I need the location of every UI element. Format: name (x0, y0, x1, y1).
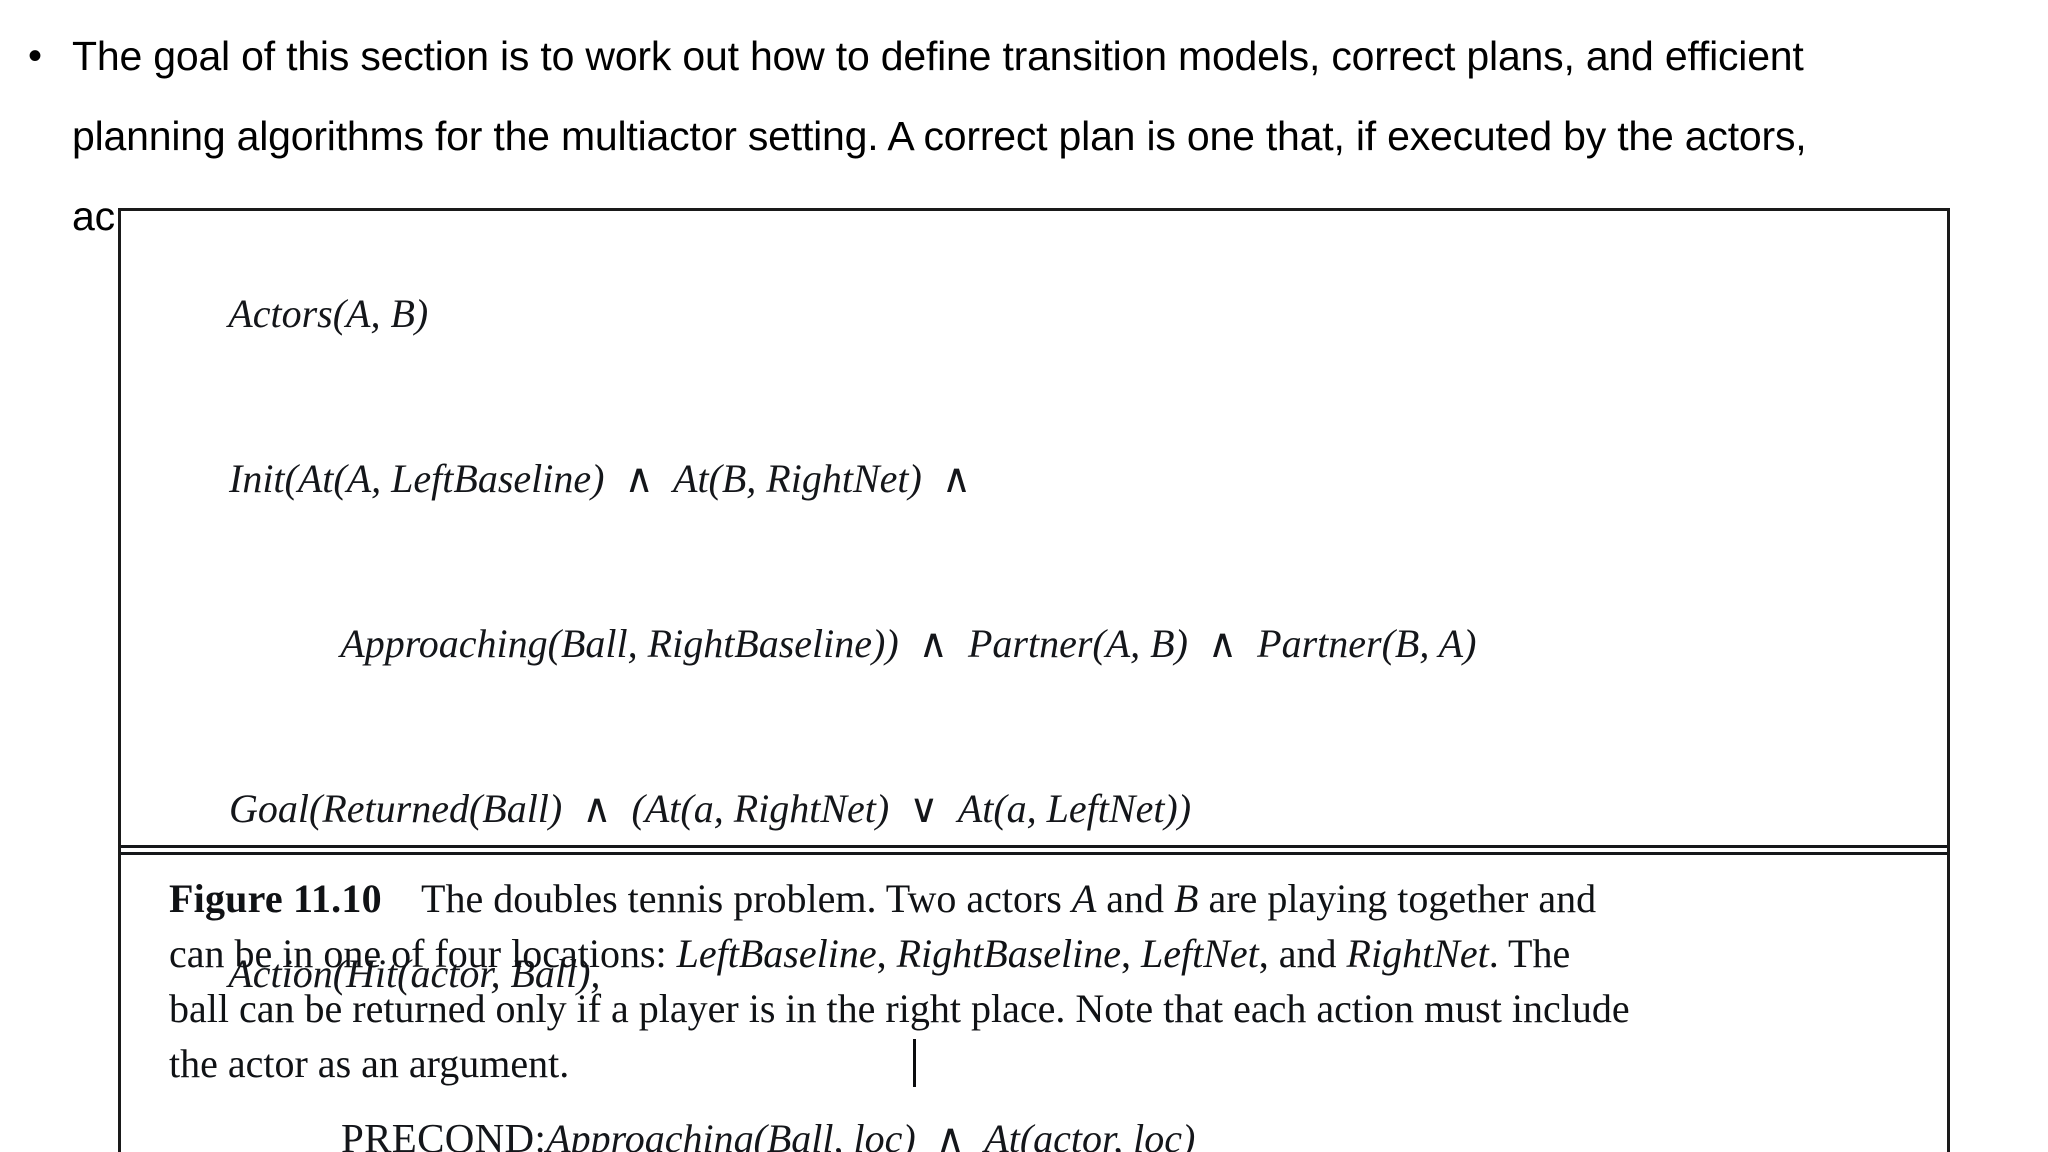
caption-text: , (876, 931, 897, 976)
figure-rule-bottom (121, 852, 1947, 855)
figure-code-block: Actors(A, B) Init(At(A, LeftBaseline) ∧ … (121, 211, 1947, 1152)
code-text: Init(At(A, LeftBaseline) ∧ At(B, RightNe… (229, 456, 972, 501)
caption-line-4: the actor as an argument. (169, 1036, 1909, 1091)
code-line-init: Init(At(A, LeftBaseline) ∧ At(B, RightNe… (121, 396, 1947, 561)
figure-rule-top (121, 845, 1947, 848)
code-line-init-cont: Approaching(Ball, RightBaseline)) ∧ Part… (121, 561, 1947, 726)
caption-text: , and (1258, 931, 1347, 976)
caption-line-2: can be in one of four locations: LeftBas… (169, 926, 1909, 981)
code-line-actors: Actors(A, B) (121, 231, 1947, 396)
caption-text: can be in one of four locations: (169, 931, 677, 976)
figure-image-panel[interactable]: Actors(A, B) Init(At(A, LeftBaseline) ∧ … (118, 208, 1950, 1152)
location-right-net: RightNet (1346, 931, 1489, 976)
caption-text: the actor as an argument. (169, 1041, 570, 1086)
precond-keyword: PRECOND: (341, 1115, 547, 1152)
bullet-text-line-3: ac (72, 193, 115, 239)
location-left-baseline: LeftBaseline (676, 931, 877, 976)
caption-text: The doubles tennis problem. Two actors (381, 876, 1072, 921)
code-line-action-hit: Action(Hit(actor, Ball), (121, 891, 1947, 1056)
text-cursor-caret (913, 1039, 916, 1087)
figure-number-label: Figure 11.10 (169, 876, 382, 921)
code-text: Action(Hit(actor, Ball), (228, 951, 601, 996)
code-line-goal: Goal(Returned(Ball) ∧ (At(a, RightNet) ∨… (121, 726, 1947, 891)
caption-text: are playing together and (1198, 876, 1597, 921)
caption-text: , (1121, 931, 1141, 976)
caption-text: and (1096, 876, 1175, 921)
code-text: Actors(A, B) (228, 291, 429, 336)
code-text: Approaching(Ball, RightBaseline)) ∧ Part… (340, 621, 1477, 666)
caption-text: ball can be returned only if a player is… (169, 986, 1630, 1031)
figure-divider-rules (121, 845, 1947, 857)
caption-line-3: ball can be returned only if a player is… (169, 981, 1909, 1036)
actor-a-symbol: A (1071, 876, 1097, 921)
caption-line-1: Figure 11.10 The doubles tennis problem.… (169, 871, 1909, 926)
location-right-baseline: RightBaseline (896, 931, 1121, 976)
caption-text: . The (1488, 931, 1571, 976)
location-left-net: LeftNet (1141, 931, 1259, 976)
code-text: Goal(Returned(Ball) ∧ (At(a, RightNet) ∨… (229, 786, 1192, 831)
figure-caption: Figure 11.10 The doubles tennis problem.… (169, 871, 1909, 1091)
bullet-text-line-2: planning algorithms for the multiactor s… (72, 113, 1807, 159)
code-line-hit-precond: PRECOND:Approaching(Ball, loc) ∧ At(acto… (121, 1056, 1947, 1152)
actor-b-symbol: B (1174, 876, 1199, 921)
bullet-marker-icon: • (28, 34, 43, 78)
code-text: Approaching(Ball, loc) ∧ At(actor, loc) (546, 1116, 1196, 1152)
bullet-text-line-1: The goal of this section is to work out … (72, 33, 1804, 79)
